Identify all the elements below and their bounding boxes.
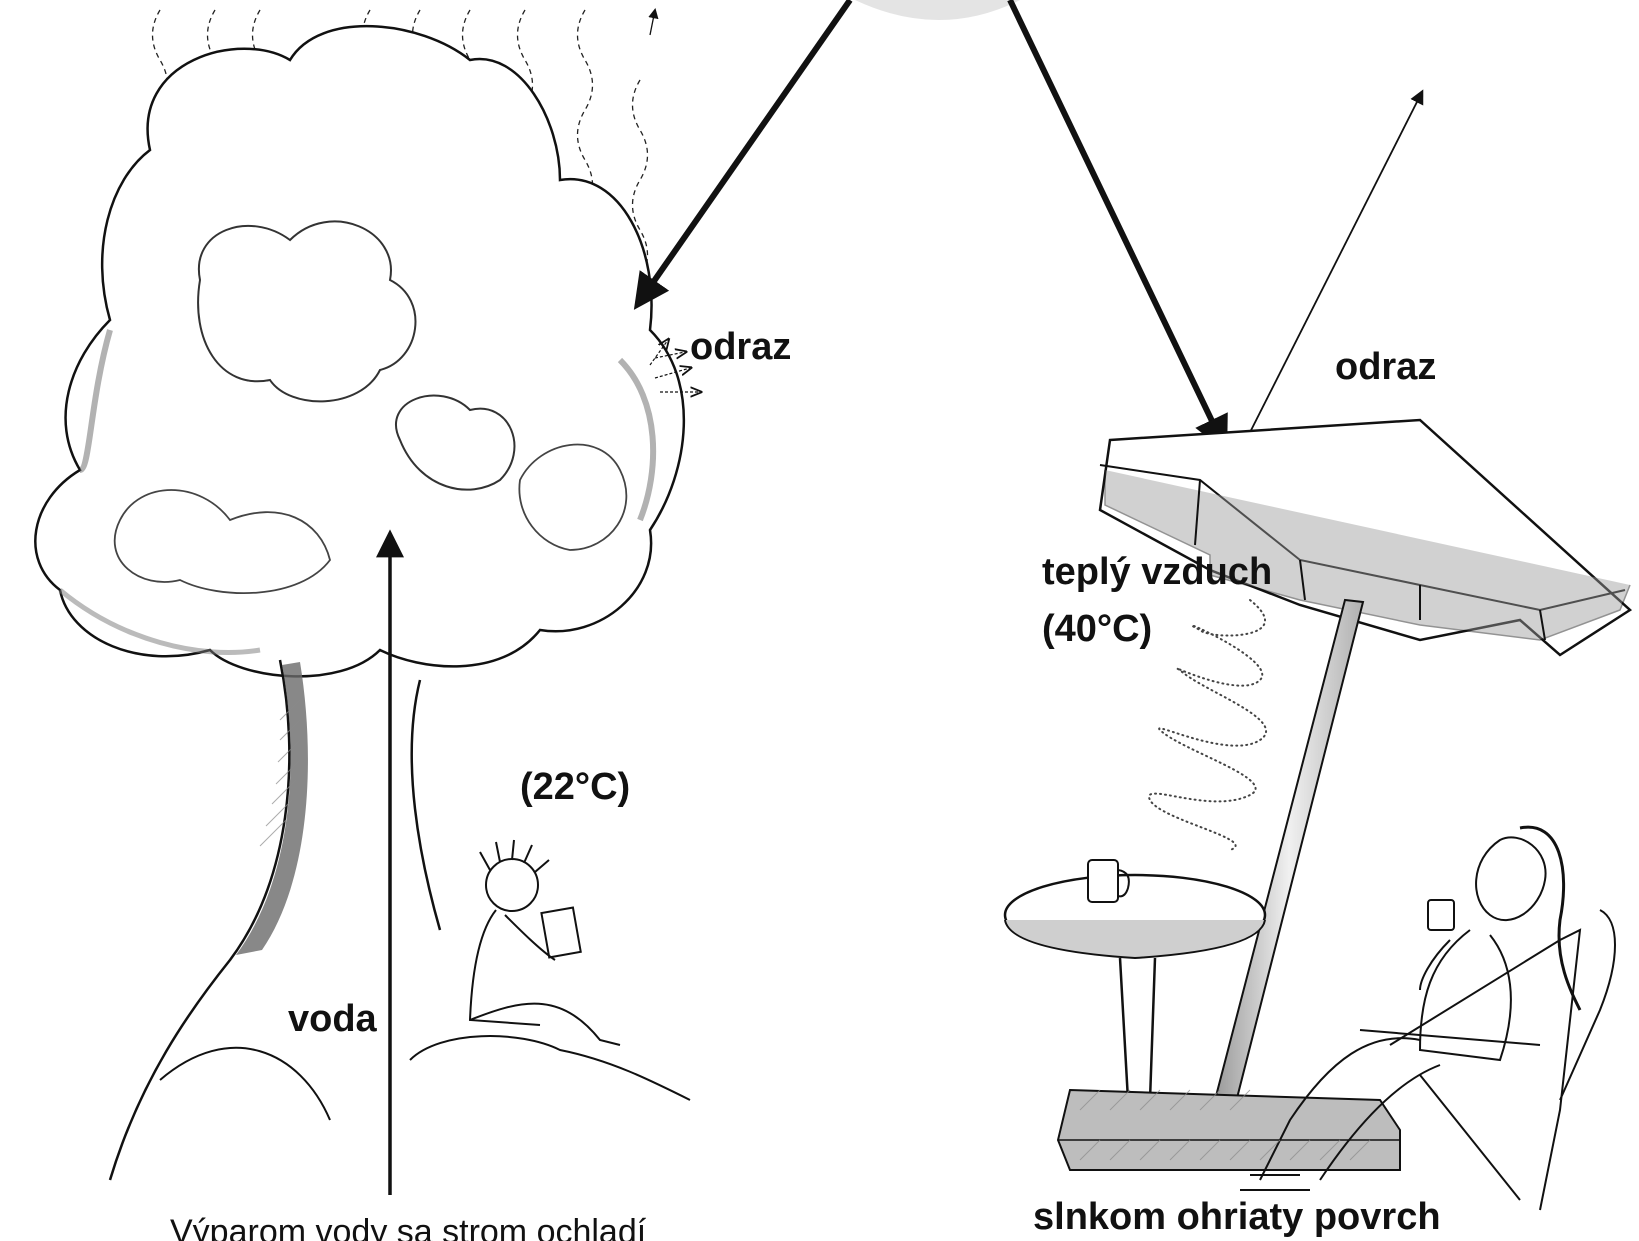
child-reading <box>470 840 620 1045</box>
shade-temperature: (22°C) <box>520 768 630 806</box>
warm-air-label: teplý vzduch <box>1042 553 1272 591</box>
sun-ray-to-umbrella <box>1010 0 1224 446</box>
warm-air-temperature: (40°C) <box>1042 610 1152 648</box>
water-label: voda <box>288 1000 377 1038</box>
tree-caption: Výparom vody sa strom ochladí <box>170 1215 650 1241</box>
umbrella <box>1100 420 1630 1102</box>
sun-ray-to-tree <box>638 0 850 304</box>
warm-air-spiral <box>1149 600 1266 850</box>
reflection-label-umbrella: odraz <box>1335 348 1436 386</box>
sun <box>855 0 1020 20</box>
tree-trunk <box>110 660 690 1180</box>
reflected-ray <box>1236 92 1422 460</box>
reflection-label-tree: odraz <box>690 328 791 366</box>
table <box>1005 875 1400 1170</box>
tree-canopy <box>35 26 684 676</box>
surface-caption: slnkom ohriaty povrch <box>1033 1198 1483 1241</box>
